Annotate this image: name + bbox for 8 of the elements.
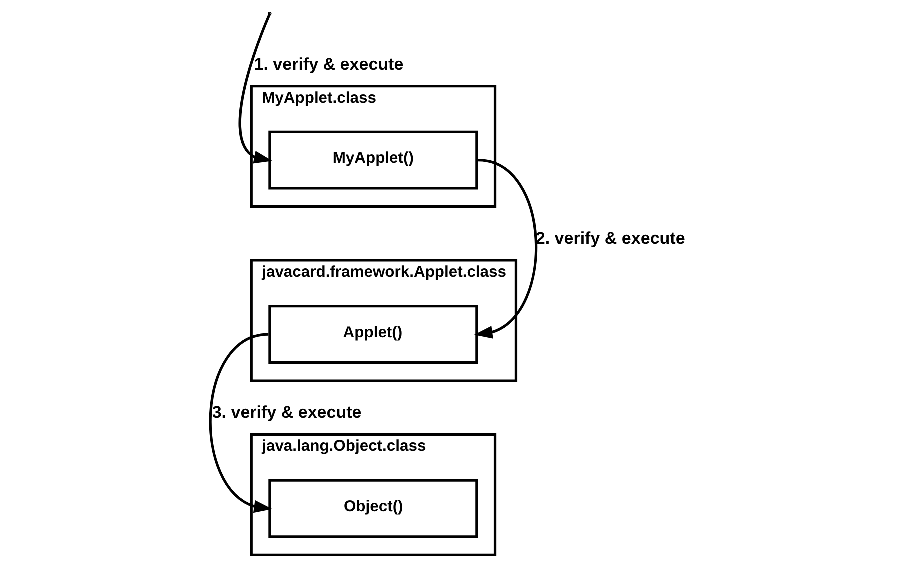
- edge-label: 1. verify & execute: [254, 54, 404, 74]
- node-box: MyApplet(): [268, 130, 478, 190]
- node-box: Object(): [268, 479, 478, 538]
- arrow: [209, 333, 273, 514]
- node-box: Applet(): [268, 305, 478, 364]
- edge-label: 3. verify & execute: [212, 403, 362, 422]
- arrow: [238, 14, 273, 164]
- edge-label: 2. verify & execute: [536, 228, 686, 248]
